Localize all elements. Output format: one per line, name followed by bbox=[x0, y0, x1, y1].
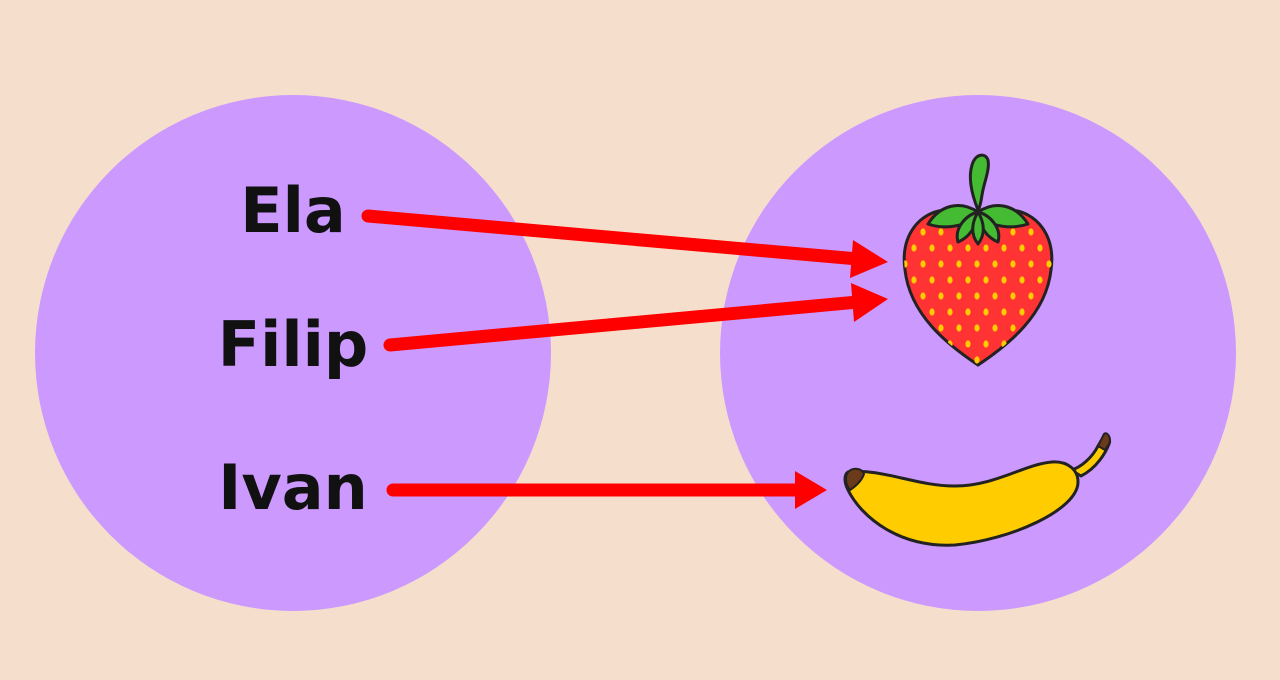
strawberry-seed bbox=[1028, 260, 1034, 268]
strawberry-seed bbox=[974, 324, 980, 332]
strawberry-seed bbox=[983, 340, 989, 348]
strawberry-seed bbox=[929, 276, 935, 284]
strawberry-seed bbox=[974, 260, 980, 268]
strawberry-seed bbox=[1028, 292, 1034, 300]
name-ivan: Ivan bbox=[218, 451, 367, 524]
strawberry-seed bbox=[956, 260, 962, 268]
strawberry-seed bbox=[1037, 276, 1043, 284]
strawberry-seed bbox=[983, 244, 989, 252]
strawberry-seed bbox=[911, 276, 917, 284]
strawberry-seed bbox=[974, 356, 980, 364]
strawberry-seed bbox=[1037, 244, 1043, 252]
strawberry-seed bbox=[929, 244, 935, 252]
arrow-filip-to-strawberry bbox=[383, 283, 888, 352]
arrow-ela-to-strawberry bbox=[361, 209, 888, 278]
strawberry-seed bbox=[965, 244, 971, 252]
strawberry-seed bbox=[1010, 228, 1016, 236]
strawberry-seed bbox=[1019, 276, 1025, 284]
strawberry-seed bbox=[1001, 308, 1007, 316]
strawberry-seed bbox=[956, 292, 962, 300]
strawberry-seed bbox=[992, 324, 998, 332]
strawberry-seed bbox=[1019, 308, 1025, 316]
strawberry-seed bbox=[920, 292, 926, 300]
strawberry-seed bbox=[1010, 324, 1016, 332]
strawberry-seed bbox=[965, 340, 971, 348]
strawberry-seed bbox=[1028, 228, 1034, 236]
strawberry-seed bbox=[1010, 260, 1016, 268]
strawberry-seed bbox=[992, 260, 998, 268]
strawberry-seed bbox=[947, 244, 953, 252]
strawberry-seed bbox=[904, 260, 908, 268]
strawberry-seed bbox=[965, 276, 971, 284]
strawberry-seed bbox=[938, 324, 944, 332]
strawberry-seed bbox=[956, 324, 962, 332]
strawberry-seed bbox=[911, 244, 917, 252]
strawberry-seed bbox=[983, 308, 989, 316]
arrow-ivan-to-banana bbox=[386, 471, 827, 509]
strawberry-seed bbox=[1019, 244, 1025, 252]
strawberry-seed bbox=[920, 228, 926, 236]
banana-icon bbox=[843, 432, 1111, 547]
strawberry-seed bbox=[1010, 292, 1016, 300]
strawberry-seed bbox=[983, 276, 989, 284]
strawberry-seed bbox=[1001, 244, 1007, 252]
strawberry-seed bbox=[1001, 276, 1007, 284]
name-ela: Ela bbox=[240, 174, 345, 247]
strawberry-seed bbox=[938, 292, 944, 300]
strawberry-seed bbox=[947, 308, 953, 316]
strawberry-seed bbox=[947, 276, 953, 284]
strawberry-seed bbox=[938, 260, 944, 268]
strawberry-seed bbox=[920, 260, 926, 268]
strawberry-seed bbox=[929, 308, 935, 316]
strawberry-seed bbox=[974, 292, 980, 300]
name-filip: Filip bbox=[218, 308, 369, 381]
strawberry-seed bbox=[938, 228, 944, 236]
strawberry-seed bbox=[992, 292, 998, 300]
strawberry-seed bbox=[1046, 260, 1052, 268]
strawberry-seed bbox=[965, 308, 971, 316]
